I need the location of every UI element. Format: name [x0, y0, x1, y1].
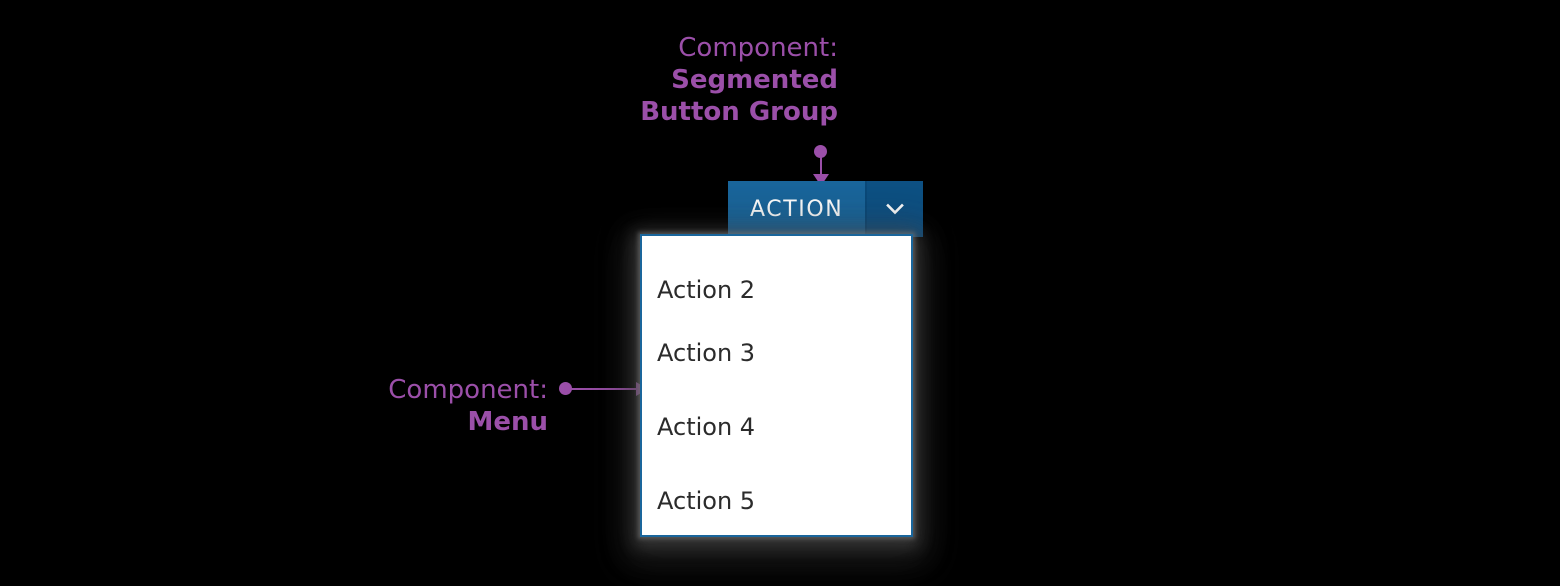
annotation-menu: Component: Menu — [148, 374, 548, 438]
annotation-label-name-line2: Button Group — [640, 97, 838, 127]
action-button[interactable]: ACTION — [728, 181, 866, 237]
annotation-segmented-button-group: Component: Segmented Button Group — [438, 32, 838, 128]
annotation-label-prefix: Component: — [678, 33, 838, 63]
chevron-down-icon — [886, 203, 905, 215]
connector-dot-segmented — [814, 145, 827, 158]
menu-item[interactable]: Action 2 — [657, 276, 756, 304]
connector-line-menu — [566, 388, 648, 390]
segmented-button-group: ACTION — [728, 181, 924, 237]
menu-item[interactable]: Action 5 — [657, 487, 756, 515]
connector-line-segmented — [820, 152, 822, 184]
segment-divider — [865, 181, 868, 237]
annotation-label-name: Menu — [467, 407, 548, 437]
annotation-label-name-line1: Segmented — [671, 65, 838, 95]
menu-list: Action 2 Action 3 Action 4 Action 5 — [642, 236, 911, 538]
annotation-label-prefix: Component: — [388, 375, 548, 405]
menu-item[interactable]: Action 4 — [657, 413, 756, 441]
action-dropdown-toggle-button[interactable] — [867, 181, 924, 237]
connector-dot-menu — [559, 382, 572, 395]
menu-item[interactable]: Action 3 — [657, 339, 756, 367]
action-menu: Action 2 Action 3 Action 4 Action 5 — [640, 234, 913, 537]
